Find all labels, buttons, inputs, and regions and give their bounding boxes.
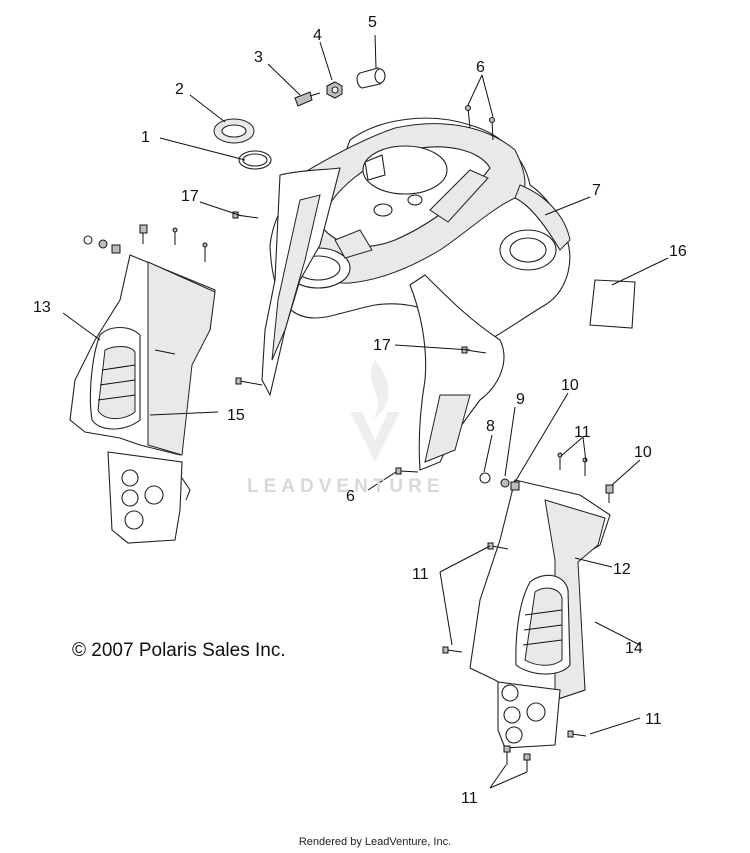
callout-2: 2 xyxy=(175,81,184,98)
footer-credit: Rendered by LeadVenture, Inc. xyxy=(298,836,452,848)
callout-16: 16 xyxy=(669,243,687,260)
callout-6-top: 6 xyxy=(476,59,485,76)
callout-14: 14 xyxy=(625,640,643,657)
callout-15: 15 xyxy=(227,407,245,424)
callout-17-left: 17 xyxy=(181,188,199,205)
callout-8: 8 xyxy=(486,418,495,435)
callout-5: 5 xyxy=(368,14,377,31)
callout-1: 1 xyxy=(141,129,150,146)
left-fasteners xyxy=(83,224,208,355)
callout-4: 4 xyxy=(313,27,322,44)
callout-17-right: 17 xyxy=(373,337,391,354)
callout-6-bottom: 6 xyxy=(346,488,355,505)
callout-11-right: 11 xyxy=(645,711,662,728)
callout-11-bottom: 11 xyxy=(461,790,478,807)
console-hood xyxy=(261,117,571,471)
callout-3: 3 xyxy=(254,49,263,66)
copyright-notice: © 2007 Polaris Sales Inc. xyxy=(72,640,286,661)
left-side-panel xyxy=(69,254,216,544)
callout-12: 12 xyxy=(613,561,631,578)
callout-labels: 1 2 3 4 5 6 6 7 8 9 10 10 11 11 11 11 12… xyxy=(33,14,687,807)
callout-10-right: 10 xyxy=(634,444,652,461)
watermark-logo xyxy=(350,360,400,462)
watermark-text: LEADVENTURE xyxy=(247,476,445,497)
callout-10-left: 10 xyxy=(561,377,579,394)
leader-lines xyxy=(62,34,669,789)
right-side-panel xyxy=(469,479,611,749)
callout-7: 7 xyxy=(592,182,601,199)
top-small-parts xyxy=(213,67,386,170)
callout-9: 9 xyxy=(516,391,525,408)
key xyxy=(294,91,313,107)
decal xyxy=(589,279,636,329)
callout-13: 13 xyxy=(33,299,51,316)
screws xyxy=(232,105,495,475)
callout-11-upper: 11 xyxy=(574,424,591,441)
callout-11-left: 11 xyxy=(412,566,429,583)
